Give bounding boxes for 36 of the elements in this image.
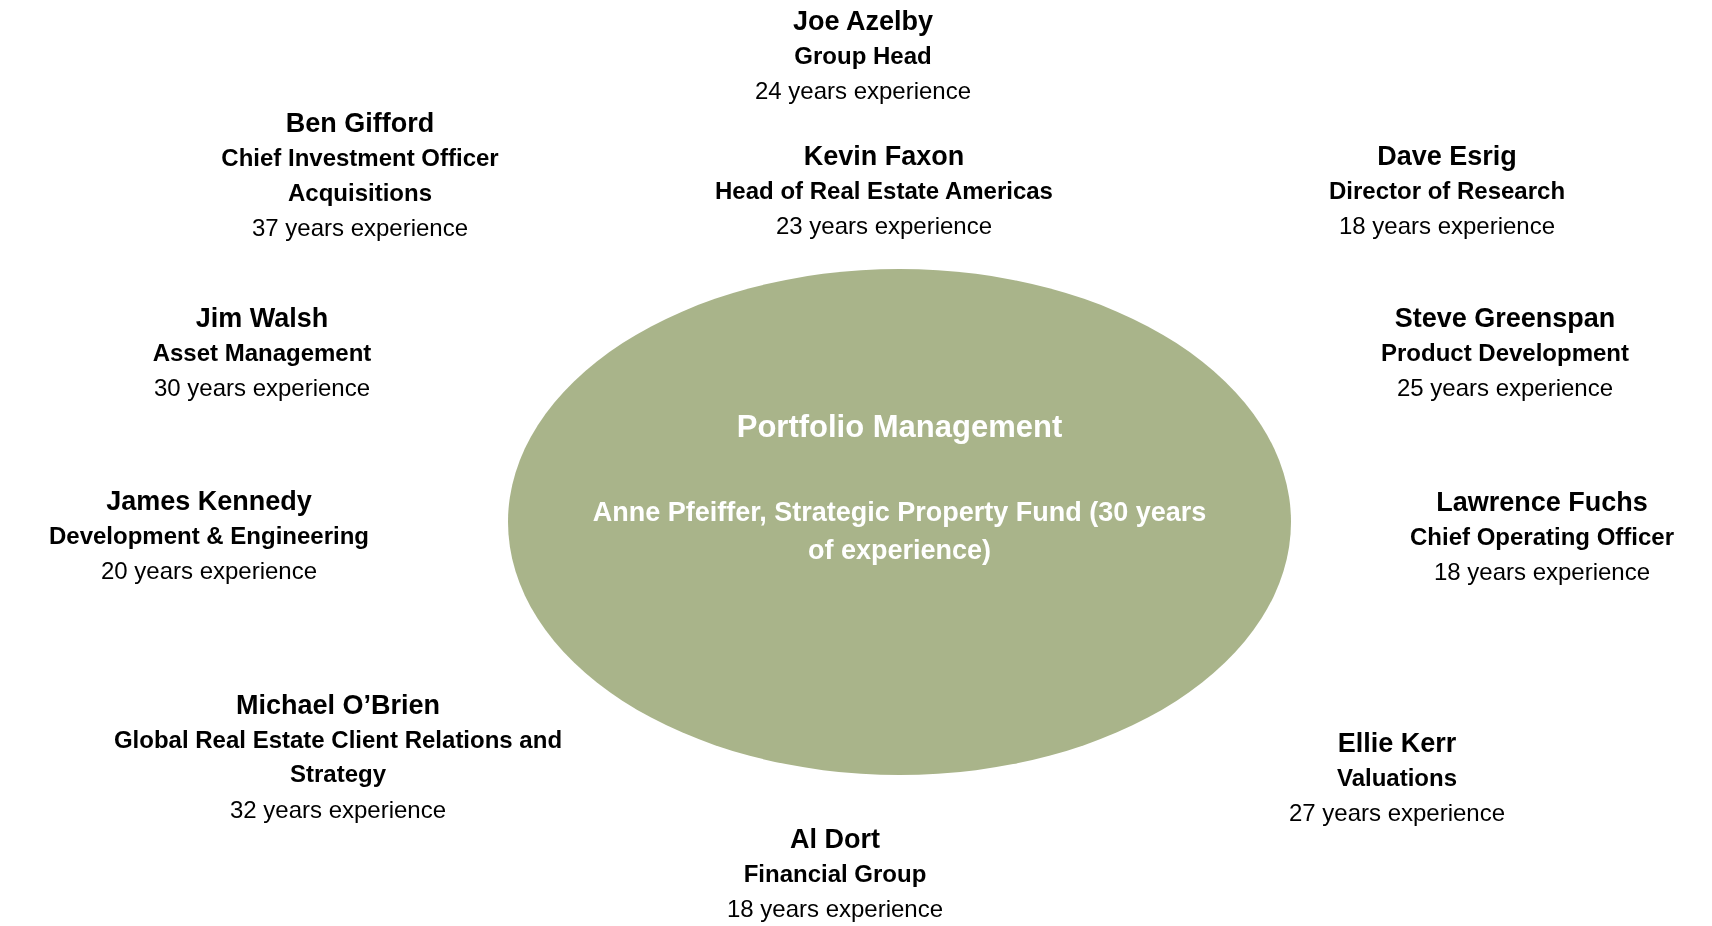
person-name: Steve Greenspan — [1394, 302, 1616, 335]
person-name: Joe Azelby — [792, 5, 934, 38]
job-title: Product Development — [1381, 338, 1629, 368]
job-title: Valuations — [1337, 763, 1457, 793]
description: Anne Pfeiffer, Strategic Property Fund (30 years of experience) — [591, 496, 1208, 567]
experience-note: 23 years experience — [775, 211, 993, 241]
experience-note: 30 years experience — [153, 373, 371, 403]
person-name: Lawrence Fuchs — [1436, 486, 1648, 519]
heading: Portfolio Management — [735, 408, 1064, 446]
experience-note: 18 years experience — [1433, 557, 1651, 587]
person-name: Ben Gifford — [285, 107, 435, 140]
experience-note: 24 years experience — [754, 76, 972, 106]
person-name: Ellie Kerr — [1337, 727, 1457, 760]
person-name: James Kennedy — [106, 485, 312, 518]
person-name: Kevin Faxon — [803, 140, 965, 173]
person-name: Al Dort — [790, 823, 880, 856]
job-title: Group Head — [794, 41, 932, 71]
job-title: Chief Investment Officer — [221, 143, 499, 173]
experience-note: 27 years experience — [1288, 798, 1506, 828]
job-title: Head of Real Estate Americas — [715, 176, 1053, 206]
experience-note: 18 years experience — [1338, 211, 1556, 241]
experience-note: 20 years experience — [100, 556, 318, 586]
experience-note: 32 years experience — [229, 795, 447, 825]
job-title: Chief Operating Officer — [1410, 522, 1674, 552]
person-name: Jim Walsh — [195, 302, 329, 335]
job-title: Asset Management — [152, 338, 372, 368]
experience-note: 25 years experience — [1396, 373, 1614, 403]
job-title: Financial Group — [743, 859, 927, 889]
job-title: Director of Research — [1328, 176, 1566, 206]
person-name: Dave Esrig — [1377, 140, 1517, 173]
experience-note: 18 years experience — [726, 894, 944, 924]
job-title: Acquisitions — [288, 178, 432, 208]
experience-note: 37 years experience — [251, 213, 469, 243]
person-name: Michael O’Brien — [235, 689, 441, 722]
job-title: Global Real Estate Client Relations and Strategy — [112, 725, 564, 789]
job-title: Development & Engineering — [48, 521, 370, 551]
